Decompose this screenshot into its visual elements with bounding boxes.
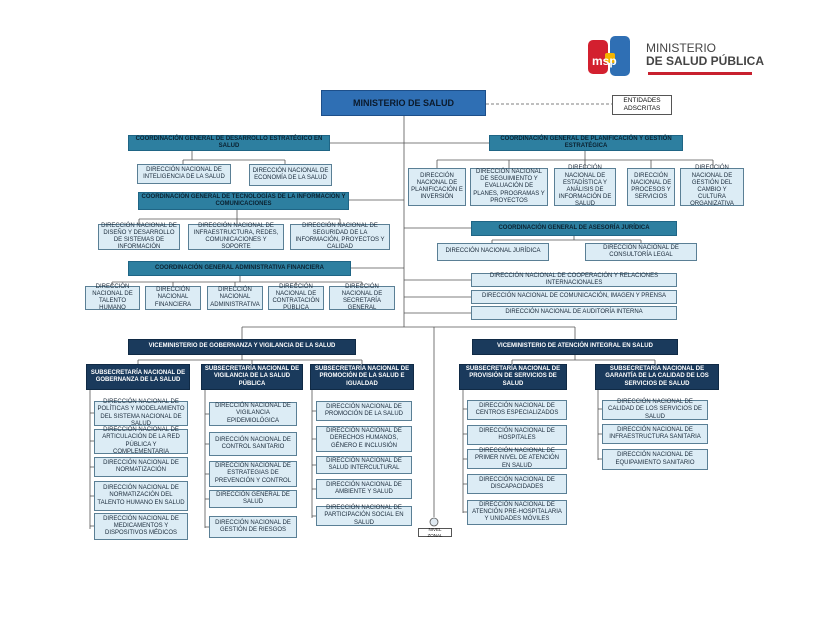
unit-financiera[interactable]: DIRECCIÓN NACIONAL FINANCIERA [145, 286, 201, 310]
sub-garantia-calidad[interactable]: SUBSECRETARÍA NACIONAL DE GARANTÍA DE LA… [595, 364, 719, 390]
unit-discapacidades[interactable]: DIRECCIÓN NACIONAL DE DISCAPACIDADES [467, 474, 567, 494]
unit-cooperacion[interactable]: DIRECCIÓN NACIONAL DE COOPERACIÓN Y RELA… [471, 273, 677, 287]
unit-salud-intercultural[interactable]: DIRECCIÓN NACIONAL DE SALUD INTERCULTURA… [316, 456, 412, 474]
unit-estrategias-prevencion[interactable]: DIRECCIÓN NACIONAL DE ESTRATEGIAS DE PRE… [209, 461, 297, 487]
adscritas-box[interactable]: ENTIDADES ADSCRITAS [612, 95, 672, 115]
coord-administrativa-financiera[interactable]: COORDINACIÓN GENERAL ADMINISTRATIVA FINA… [128, 261, 351, 276]
unit-procesos-servicios[interactable]: DIRECCIÓN NACIONAL DE PROCESOS Y SERVICI… [627, 168, 675, 206]
unit-gestion-cambio[interactable]: DIRECCIÓN NACIONAL DE GESTIÓN DEL CAMBIO… [680, 165, 744, 207]
logo-line1: MINISTERIO [646, 41, 717, 55]
unit-calidad-servicios[interactable]: DIRECCIÓN NACIONAL DE CALIDAD DE LOS SER… [602, 399, 708, 420]
sub-promocion[interactable]: SUBSECRETARÍA NACIONAL DE PROMOCIÓN DE L… [310, 364, 414, 390]
logo-glyph: msp [592, 54, 617, 68]
unit-derechos-humanos[interactable]: DIRECCIÓN NACIONAL DE DERECHOS HUMANOS, … [316, 426, 412, 452]
unit-auditoria-interna[interactable]: DIRECCIÓN NACIONAL DE AUDITORÍA INTERNA [471, 306, 677, 320]
unit-planificacion-inversion[interactable]: DIRECCIÓN NACIONAL DE PLANIFICACIÓN E IN… [408, 168, 466, 206]
unit-inteligencia[interactable]: DIRECCIÓN NACIONAL DE INTELIGENCIA DE LA… [137, 164, 231, 184]
unit-juridica[interactable]: DIRECCIÓN NACIONAL JURÍDICA [437, 243, 549, 261]
coord-planificacion[interactable]: COORDINACIÓN GENERAL DE PLANIFICACIÓN Y … [489, 135, 683, 151]
unit-vigilancia-epidemiologica[interactable]: DIRECCIÓN NACIONAL DE VIGILANCIA EPIDEMI… [209, 402, 297, 426]
sub-gobernanza[interactable]: SUBSECRETARÍA NACIONAL DE GOBERNANZA DE … [86, 364, 190, 390]
unit-secretaria-general[interactable]: DIRECCIÓN NACIONAL DE SECRETARÍA GENERAL [329, 284, 395, 311]
logo-wordmark: MINISTERIO DE SALUD PÚBLICA [646, 42, 764, 67]
msp-logo: msp [588, 36, 630, 76]
coord-asesoria-juridica[interactable]: COORDINACIÓN GENERAL DE ASESORÍA JURÍDIC… [471, 221, 677, 236]
unit-primer-nivel[interactable]: DIRECCIÓN NACIONAL DE PRIMER NIVEL DE AT… [467, 448, 567, 469]
unit-participacion-social[interactable]: DIRECCIÓN NACIONAL DE PARTICIPACIÓN SOCI… [316, 505, 412, 526]
unit-ambiente-salud[interactable]: DIRECCIÓN NACIONAL DE AMBIENTE Y SALUD [316, 479, 412, 499]
logo-underline [648, 72, 752, 75]
unit-normatizacion-talento[interactable]: DIRECCIÓN NACIONAL DE NORMATIZACIÓN DEL … [94, 481, 188, 511]
unit-pre-hospitalaria[interactable]: DIRECCIÓN NACIONAL DE ATENCIÓN PRE-HOSPI… [467, 500, 567, 525]
vice-atencion-integral[interactable]: VICEMINISTERIO DE ATENCIÓN INTEGRAL EN S… [472, 339, 678, 355]
vice-gobernanza[interactable]: VICEMINISTERIO DE GOBERNANZA Y VIGILANCI… [128, 339, 356, 355]
unit-seguimiento-evaluacion[interactable]: DIRECCIÓN NACIONAL DE SEGUIMIENTO Y EVAL… [470, 168, 548, 206]
unit-hospitales[interactable]: DIRECCIÓN NACIONAL DE HOSPITALES [467, 425, 567, 445]
unit-contratacion-publica[interactable]: DIRECCIÓN NACIONAL DE CONTRATACIÓN PÚBLI… [268, 284, 324, 311]
sub-provision-servicios[interactable]: SUBSECRETARÍA NACIONAL DE PROVISIÓN DE S… [459, 364, 567, 390]
unit-centros-especializados[interactable]: DIRECCIÓN NACIONAL DE CENTROS ESPECIALIZ… [467, 400, 567, 420]
logo-line2: DE SALUD PÚBLICA [646, 53, 765, 68]
unit-estadistica[interactable]: DIRECCIÓN NACIONAL DE ESTADÍSTICA Y ANÁL… [554, 165, 616, 207]
unit-talento-humano[interactable]: DIRECCIÓN NACIONAL DE TALENTO HUMANO [85, 284, 140, 311]
coord-desarrollo-estrategico[interactable]: COORDINACIÓN GENERAL DE DESARROLLO ESTRA… [128, 135, 330, 151]
unit-diseno-sistemas[interactable]: DIRECCIÓN NACIONAL DE DISEÑO Y DESARROLL… [98, 223, 180, 250]
unit-politicas-modelamiento[interactable]: DIRECCIÓN NACIONAL DE POLÍTICAS Y MODELA… [94, 399, 188, 427]
unit-infraestructura-redes[interactable]: DIRECCIÓN NACIONAL DE INFRAESTRUCTURA, R… [188, 223, 284, 250]
nivel-zonal-box[interactable]: NIVEL ZONAL [418, 527, 452, 538]
unit-promocion-salud[interactable]: DIRECCIÓN NACIONAL DE PROMOCIÓN DE LA SA… [316, 401, 412, 421]
unit-infraestructura-sanitaria[interactable]: DIRECCIÓN NACIONAL DE INFRAESTRUCTURA SA… [602, 424, 708, 444]
unit-normatizacion[interactable]: DIRECCIÓN NACIONAL DE NORMATIZACIÓN [94, 457, 188, 477]
unit-gestion-riesgos[interactable]: DIRECCIÓN NACIONAL DE GESTIÓN DE RIESGOS [209, 516, 297, 538]
unit-comunicacion[interactable]: DIRECCIÓN NACIONAL DE COMUNICACIÓN, IMAG… [471, 290, 677, 304]
unit-medicamentos[interactable]: DIRECCIÓN NACIONAL DE MEDICAMENTOS Y DIS… [94, 513, 188, 540]
unit-administrativa[interactable]: DIRECCIÓN NACIONAL ADMINISTRATIVA [207, 286, 263, 310]
ministry-box[interactable]: MINISTERIO DE SALUD [321, 90, 486, 116]
unit-economia[interactable]: DIRECCIÓN NACIONAL DE ECONOMÍA DE LA SAL… [249, 164, 332, 186]
unit-control-sanitario[interactable]: DIRECCIÓN NACIONAL DE CONTROL SANITARIO [209, 432, 297, 456]
unit-general-salud[interactable]: DIRECCIÓN GENERAL DE SALUD [209, 490, 297, 508]
unit-equipamiento-sanitario[interactable]: DIRECCIÓN NACIONAL DE EQUIPAMIENTO SANIT… [602, 449, 708, 470]
unit-consultoria-legal[interactable]: DIRECCIÓN NACIONAL DE CONSULTORÍA LEGAL [585, 243, 697, 261]
sub-vigilancia[interactable]: SUBSECRETARÍA NACIONAL DE VIGILANCIA DE … [201, 364, 303, 390]
unit-articulacion-red[interactable]: DIRECCIÓN NACIONAL DE ARTICULACIÓN DE LA… [94, 427, 188, 455]
coord-tecnologias[interactable]: COORDINACIÓN GENERAL DE TECNOLOGÍAS DE L… [138, 192, 349, 210]
unit-seguridad-informacion[interactable]: DIRECCIÓN NACIONAL DE SEGURIDAD DE LA IN… [290, 223, 390, 250]
